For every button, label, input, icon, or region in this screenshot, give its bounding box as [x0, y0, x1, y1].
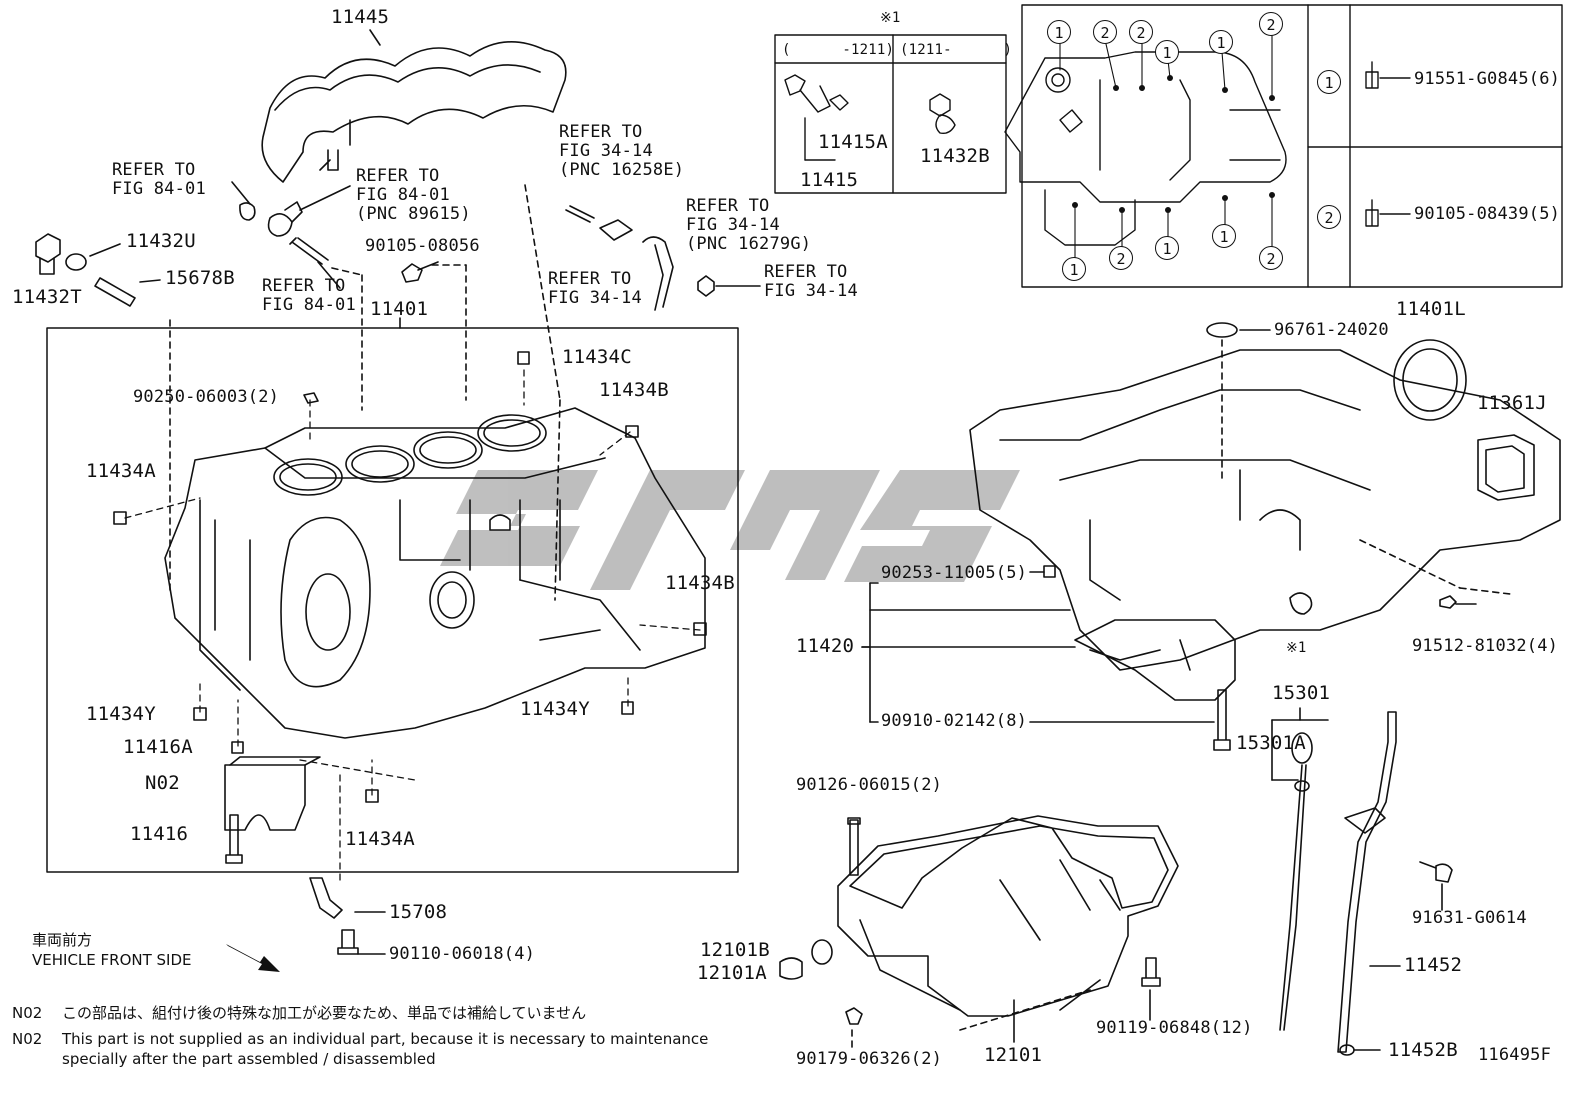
oil-pan-12101 — [779, 815, 1179, 1051]
callout-top-4: 1 — [1155, 40, 1179, 64]
label-11432U[interactable]: 11432U — [126, 230, 196, 252]
small-parts-top — [35, 181, 761, 601]
label-11415[interactable]: 11415 — [800, 169, 859, 191]
label-90250-06003[interactable]: 90250-06003(2) — [133, 387, 280, 407]
label-12101[interactable]: 12101 — [984, 1044, 1043, 1066]
note-n02-jp: この部品は、組付け後の特殊な加工が必要なため、単品では補給していません — [62, 1004, 587, 1022]
label-90119-06848[interactable]: 90119-06848(12) — [1096, 1018, 1253, 1038]
refer-fig-34-14-b[interactable]: REFER TO FIG 34-14 (PNC 16279G) — [686, 196, 812, 254]
label-12101A[interactable]: 12101A — [697, 962, 767, 984]
label-90253-11005[interactable]: 90253-11005(5) — [881, 563, 1028, 583]
label-11434A-2[interactable]: 11434A — [345, 828, 415, 850]
label-11432B[interactable]: 11432B — [920, 145, 990, 167]
label-11434Y-1[interactable]: 11434Y — [86, 703, 156, 725]
block-lower-parts — [309, 877, 386, 955]
label-11420[interactable]: 11420 — [796, 635, 855, 657]
label-15678B[interactable]: 15678B — [165, 267, 235, 289]
variant-col2-header: (1211- ) — [900, 42, 1013, 58]
label-91512-81032[interactable]: 91512-81032(4) — [1412, 636, 1559, 656]
watermark-logo — [440, 470, 1020, 590]
label-11361J[interactable]: 11361J — [1477, 392, 1547, 414]
mark-1-ref: ※1 — [1286, 640, 1307, 656]
label-12101B[interactable]: 12101B — [700, 939, 770, 961]
legend-key-1: 1 — [1317, 70, 1341, 94]
label-90910-02142[interactable]: 90910-02142(8) — [881, 711, 1028, 731]
front-side-en: VEHICLE FRONT SIDE — [32, 951, 192, 969]
callout-bottom-3: 1 — [1155, 236, 1179, 260]
legend-part-91551[interactable]: 91551-G0845(6) — [1414, 69, 1561, 89]
refer-fig-84-01-a[interactable]: REFER TO FIG 84-01 — [112, 160, 206, 199]
label-15301A[interactable]: 15301A — [1236, 732, 1306, 754]
label-90105-08056[interactable]: 90105-08056 — [365, 236, 480, 256]
refer-fig-34-14-a[interactable]: REFER TO FIG 34-14 (PNC 16258E) — [559, 122, 685, 180]
label-96761-24020[interactable]: 96761-24020 — [1274, 320, 1389, 340]
label-11401L[interactable]: 11401L — [1396, 298, 1466, 320]
label-90110-06018[interactable]: 90110-06018(4) — [389, 944, 536, 964]
callout-top-5: 1 — [1209, 30, 1233, 54]
label-11434B-1[interactable]: 11434B — [599, 379, 669, 401]
label-11416[interactable]: 11416 — [130, 823, 189, 845]
diagram-id: 116495F — [1478, 1045, 1552, 1065]
note-n02-en-2: specially after the part assembled / dis… — [62, 1050, 436, 1068]
label-11434B-2[interactable]: 11434B — [665, 572, 735, 594]
note-n02-tag-en: N02 — [12, 1030, 43, 1048]
label-11415A[interactable]: 11415A — [818, 131, 888, 153]
label-11401[interactable]: 11401 — [370, 298, 429, 320]
label-11434Y-2[interactable]: 11434Y — [520, 698, 590, 720]
label-11434A-1[interactable]: 11434A — [86, 460, 156, 482]
refer-fig-84-01-c[interactable]: REFER TO FIG 84-01 — [262, 276, 356, 315]
label-11434C[interactable]: 11434C — [562, 346, 632, 368]
note-n02-tag-jp: N02 — [12, 1004, 43, 1022]
variant-table — [774, 34, 1007, 194]
label-90126-06015[interactable]: 90126-06015(2) — [796, 775, 943, 795]
label-11452[interactable]: 11452 — [1404, 954, 1463, 976]
label-15708[interactable]: 15708 — [389, 901, 448, 923]
front-side-arrow-icon — [226, 944, 280, 972]
label-91631-G0614[interactable]: 91631-G0614 — [1412, 908, 1527, 928]
label-11416A[interactable]: 11416A — [123, 736, 193, 758]
callout-top-6: 2 — [1259, 12, 1283, 36]
variant-col1-header: ( -1211) — [782, 42, 895, 58]
dipstick-assembly — [1271, 707, 1453, 1056]
label-90179-06326[interactable]: 90179-06326(2) — [796, 1049, 943, 1069]
label-15301[interactable]: 15301 — [1272, 682, 1331, 704]
callout-top-1: 1 — [1047, 20, 1071, 44]
refer-fig-84-01-b[interactable]: REFER TO FIG 84-01 (PNC 89615) — [356, 166, 471, 224]
front-side-jp: 車両前方 — [32, 931, 93, 949]
variant-mark-1: ※1 — [880, 10, 901, 26]
label-11452B[interactable]: 11452B — [1388, 1039, 1458, 1061]
callout-bottom-4: 1 — [1212, 224, 1236, 248]
cylinder-block-11401 — [46, 317, 739, 881]
oil-pan-upper-11420 — [861, 322, 1561, 751]
note-n02-en-1: This part is not supplied as an individu… — [62, 1030, 709, 1048]
callout-bottom-1: 1 — [1062, 257, 1086, 281]
label-N02[interactable]: N02 — [145, 772, 180, 794]
refer-fig-34-14-c[interactable]: REFER TO FIG 34-14 — [548, 269, 642, 308]
engine-cover-11445 — [261, 29, 567, 183]
callout-top-2: 2 — [1093, 20, 1117, 44]
label-11445[interactable]: 11445 — [331, 6, 390, 28]
callout-bottom-5: 2 — [1259, 246, 1283, 270]
refer-fig-34-14-d[interactable]: REFER TO FIG 34-14 — [764, 262, 858, 301]
callout-bottom-2: 2 — [1109, 246, 1133, 270]
legend-key-2: 2 — [1317, 205, 1341, 229]
bolt-legend-box — [1004, 4, 1563, 288]
label-11432T[interactable]: 11432T — [12, 286, 82, 308]
callout-top-3: 2 — [1129, 20, 1153, 44]
legend-part-90105-08439[interactable]: 90105-08439(5) — [1414, 204, 1561, 224]
